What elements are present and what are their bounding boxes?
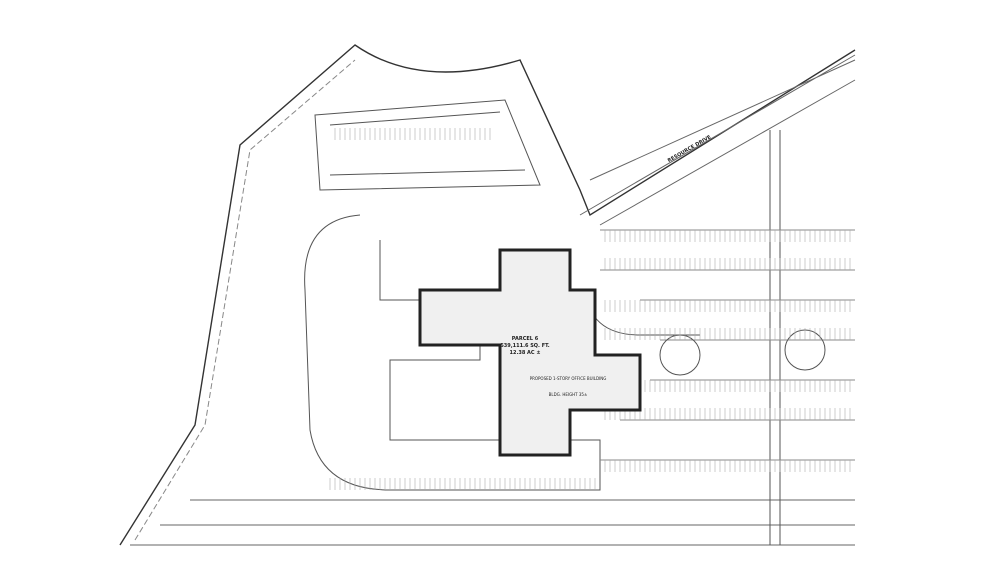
drive-curve [584,289,700,336]
setback-line [134,59,356,541]
parcel-area-sqft: 539,111.6 SQ. FT. [500,343,549,349]
building-height-note: BLDG. HEIGHT 35± [549,392,588,397]
parcel-area-acres: 12.38 AC ± [509,350,540,356]
building-note: PROPOSED 1-STORY OFFICE BUILDING [530,376,607,381]
east-parking-rows [600,229,855,461]
parcel-label: PARCEL 6 [512,336,539,342]
bottom-road [130,499,855,546]
landscape-island [659,334,701,376]
north-parking-lot [314,99,541,191]
property-boundary [119,44,856,546]
street-label: RESOURCE DRIVE [667,134,713,164]
proposed-building [418,248,642,457]
resource-drive-edge [579,54,856,226]
